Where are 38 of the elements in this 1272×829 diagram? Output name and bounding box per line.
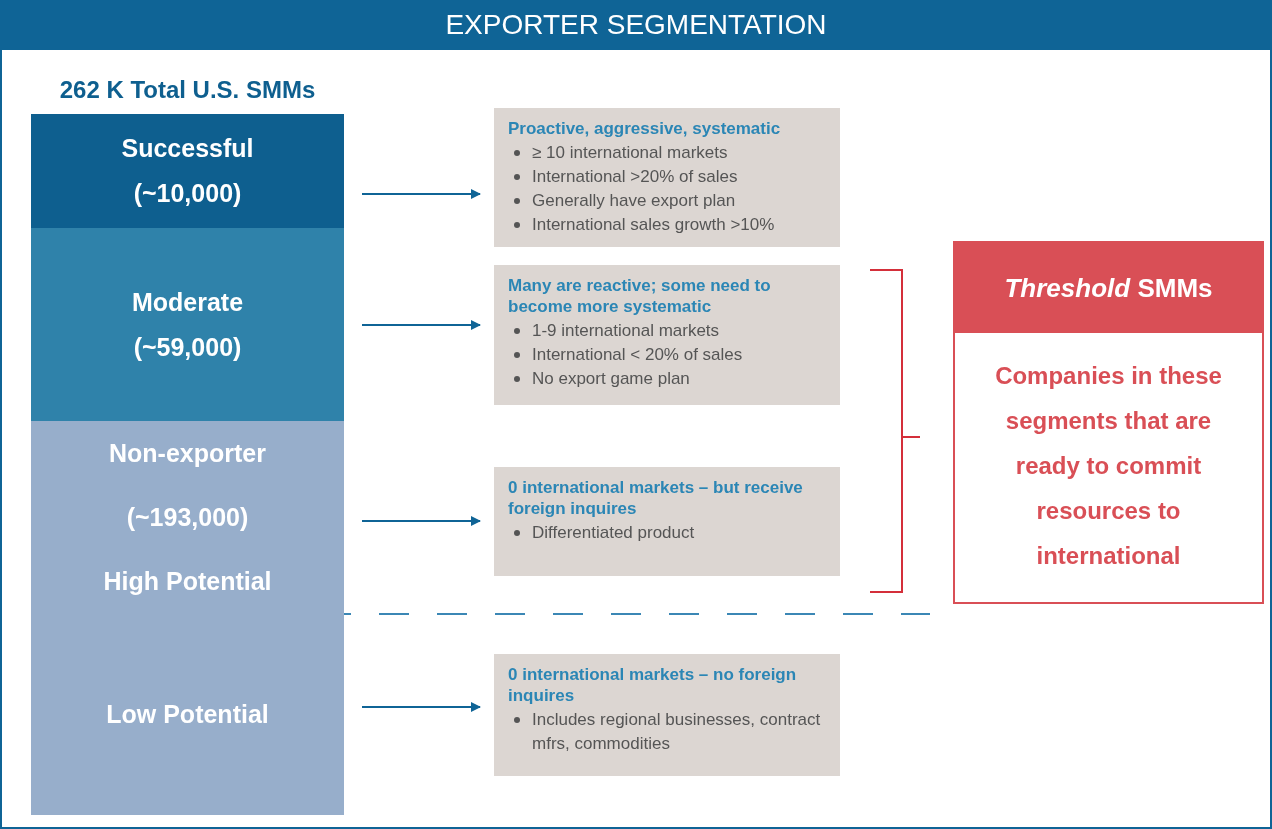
box-text: Companies in these segments that are ready to commit resources to international	[994, 361, 1223, 571]
bullet-item: ≥ 10 international markets	[508, 141, 828, 165]
bullet-item: International < 20% of sales	[508, 343, 828, 367]
bullet-item: No export game plan	[508, 367, 828, 391]
box-heading: Threshold SMMs	[955, 243, 1262, 333]
description-box	[494, 654, 840, 776]
box-heading: 0 international markets – no foreign inquires	[508, 664, 798, 706]
segment-subtitle: High Potential	[103, 566, 272, 596]
segment-bar	[31, 421, 344, 613]
segment-count: (~10,000)	[133, 179, 242, 208]
segment-name: Non-exporter	[109, 438, 266, 468]
threshold-box	[953, 241, 1264, 604]
bullet-item: International >20% of sales	[508, 165, 828, 189]
bullet-item: Includes regional businesses, contract mfrs, commodities	[508, 708, 828, 756]
arrow	[361, 702, 481, 712]
arrow	[361, 516, 481, 526]
column-heading: 262 K Total U.S. SMMs	[58, 76, 317, 104]
arrow	[361, 320, 481, 330]
box-heading: Proactive, aggressive, systematic	[508, 118, 782, 139]
segment-name: Low Potential	[106, 699, 269, 729]
description-box	[494, 108, 840, 247]
bullet-item: Generally have export plan	[508, 189, 828, 213]
segment-bar	[31, 613, 344, 815]
bullet-item: Differentiated product	[508, 521, 828, 545]
segment-bar	[31, 114, 344, 228]
segment-bar	[31, 228, 344, 421]
segment-count: (~59,000)	[133, 332, 242, 362]
description-box	[494, 467, 840, 576]
segment-name: Moderate	[131, 287, 244, 317]
description-box	[494, 265, 840, 405]
box-heading: 0 international markets – but receive foreign inquires	[508, 477, 804, 519]
bullet-item: International sales growth >10%	[508, 213, 828, 237]
box-heading: Many are reactive; some need to become more systematic	[508, 275, 772, 317]
segment-name: Successful	[121, 134, 254, 163]
bullet-item: 1-9 international markets	[508, 319, 828, 343]
title-banner: EXPORTER SEGMENTATION	[0, 0, 1272, 50]
arrow	[361, 189, 481, 199]
segment-count: (~193,000)	[126, 502, 249, 532]
